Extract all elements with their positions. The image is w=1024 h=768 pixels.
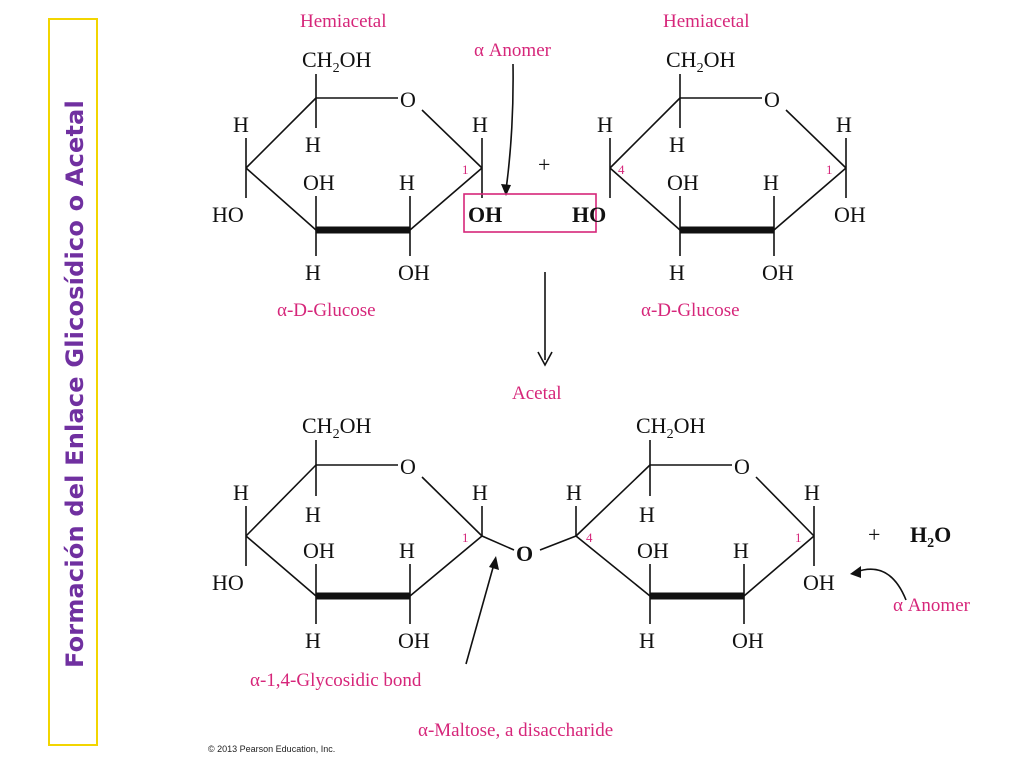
h-atom: H — [639, 502, 655, 527]
glycosidic-bond — [481, 535, 515, 551]
h-atom: H — [763, 170, 779, 195]
anomer-arrow-bottom — [855, 568, 907, 601]
arrowhead — [489, 556, 499, 570]
glucose-right-label: α-D-Glucose — [641, 300, 740, 321]
ho-group: HO — [212, 570, 244, 595]
h-atom: H — [836, 112, 852, 137]
bond — [609, 97, 681, 169]
carbon-1-label: 1 — [826, 162, 833, 177]
h-atom: H — [399, 538, 415, 563]
bond — [409, 535, 483, 597]
arrowhead — [850, 566, 861, 578]
ring-oxygen: O — [734, 454, 750, 479]
anomer-label-top: α Anomer — [474, 40, 552, 61]
oh-group: OH — [667, 170, 699, 195]
h-atom: H — [669, 260, 685, 285]
glucose-right-molecule: Hemiacetal CH2OH O H H 4 HO OH H H OH — [572, 11, 866, 321]
glycosidic-bond-label: α-1,4-Glycosidic bond — [250, 670, 422, 691]
copyright-notice: © 2013 Pearson Education, Inc. — [208, 744, 335, 754]
oh-group: OH — [303, 538, 335, 563]
bond — [245, 97, 317, 169]
oh-group: OH — [303, 170, 335, 195]
oh-group: OH — [803, 570, 835, 595]
hemiacetal-right-label: Hemiacetal — [663, 11, 750, 32]
oh-group: OH — [398, 260, 430, 285]
hemiacetal-left-label: Hemiacetal — [300, 11, 387, 32]
h-atom: H — [305, 502, 321, 527]
arrowhead — [537, 351, 553, 367]
glycosidic-oxygen: O — [516, 541, 533, 566]
carbon-1-label: 1 — [462, 162, 469, 177]
h-atom: H — [233, 480, 249, 505]
ho-reactive-group: HO — [572, 202, 606, 227]
carbon-1-label: 1 — [462, 530, 469, 545]
glucose-left-label: α-D-Glucose — [277, 300, 376, 321]
bond — [785, 109, 847, 169]
bond — [421, 109, 483, 169]
water-removal-box — [463, 193, 597, 233]
h-atom: H — [669, 132, 685, 157]
carbon-4-label: 4 — [586, 530, 593, 545]
oh-group: OH — [637, 538, 669, 563]
plus-sign: + — [538, 152, 550, 177]
h-atom: H — [597, 112, 613, 137]
ch2oh-bottom-right: CH2OH — [636, 413, 705, 442]
oh-group: OH — [834, 202, 866, 227]
h-atom: H — [399, 170, 415, 195]
carbon-4-label: 4 — [618, 162, 625, 177]
side-title-box: Formación del Enlace Glicosídico o Aceta… — [48, 18, 98, 746]
h-atom: H — [305, 260, 321, 285]
anomer-arrow-top — [505, 63, 514, 191]
ch2oh-right: CH2OH — [666, 47, 735, 76]
h-atom: H — [639, 628, 655, 653]
bond — [245, 535, 317, 597]
glucose-left-molecule: Hemiacetal CH2OH O H H HO OH H H OH — [212, 11, 502, 321]
bond — [575, 464, 651, 537]
acetal-label: Acetal — [512, 383, 562, 404]
bond — [409, 167, 483, 231]
ch2oh-bottom-left: CH2OH — [302, 413, 371, 442]
glycosidic-bond — [539, 535, 577, 551]
arrowhead — [501, 184, 511, 196]
bond — [421, 476, 483, 537]
h-atom: H — [233, 112, 249, 137]
glycosidic-bond-arrow — [465, 563, 495, 665]
maltose-label: α-Maltose, a disaccharide — [418, 720, 613, 741]
h-atom: H — [566, 480, 582, 505]
carbon-1-label: 1 — [795, 530, 802, 545]
oh-group: OH — [762, 260, 794, 285]
water-product: H2O — [910, 522, 951, 551]
maltose-left-unit: CH2OH O H H HO OH H H OH H 1 — [212, 413, 488, 653]
ch2oh-left: CH2OH — [302, 47, 371, 76]
bond — [609, 167, 681, 231]
oh-anomeric-group: OH — [468, 202, 502, 227]
h-atom: H — [305, 132, 321, 157]
anomer-label-bottom: α Anomer — [893, 595, 971, 616]
bond — [245, 464, 317, 537]
h-atom: H — [733, 538, 749, 563]
plus-sign: + — [868, 522, 880, 547]
bond — [773, 167, 847, 231]
oh-group: OH — [732, 628, 764, 653]
bond — [245, 167, 317, 231]
bond — [575, 535, 651, 597]
ring-oxygen: O — [400, 87, 416, 112]
bond — [755, 476, 815, 537]
maltose-right-unit: CH2OH O H H 4 OH H H OH H 1 O — [566, 413, 835, 653]
oh-group: OH — [398, 628, 430, 653]
h-atom: H — [305, 628, 321, 653]
h-atom: H — [804, 480, 820, 505]
ring-oxygen: O — [400, 454, 416, 479]
h-atom: H — [472, 480, 488, 505]
h-atom: H — [472, 112, 488, 137]
bond — [743, 535, 815, 597]
ho-group: HO — [212, 202, 244, 227]
ring-oxygen: O — [764, 87, 780, 112]
